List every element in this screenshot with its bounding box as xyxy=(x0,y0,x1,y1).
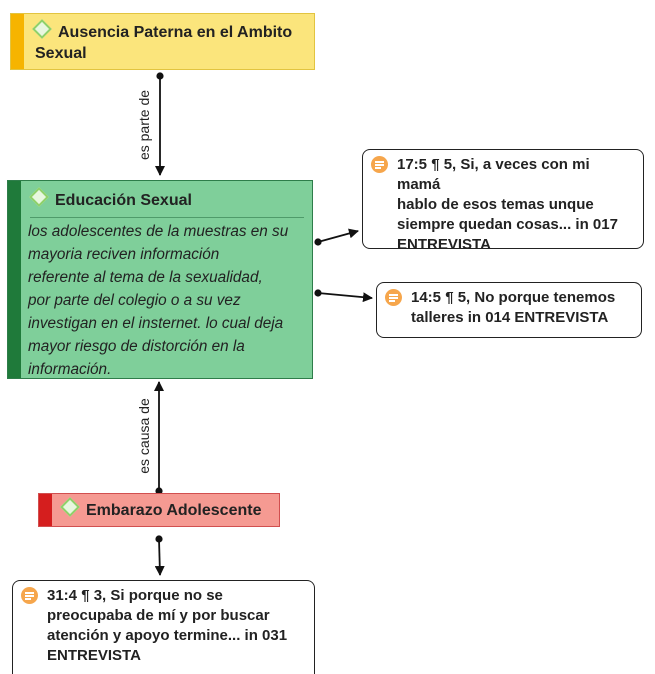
quotation-line: siempre quedan cosas... in 017 xyxy=(397,216,618,233)
code-node-educacion-sexual[interactable]: Educación Sexual los adolescentes de la … xyxy=(7,180,313,379)
divider xyxy=(30,217,304,218)
quotation-line: ENTREVISTA xyxy=(47,647,141,664)
relation-label-es-causa-de: es causa de xyxy=(136,398,152,474)
quotation-icon xyxy=(371,156,388,173)
quotation-node-17[interactable]: 17:5 ¶ 5, Si, a veces con mi mamá hablo … xyxy=(362,149,644,253)
code-title: Ausencia Paterna en el Ambito Sexual xyxy=(32,19,292,64)
quotation-line: 14:5 ¶ 5, No porque tenemos xyxy=(411,289,616,306)
link-ausencia-educacion[interactable] xyxy=(155,72,165,176)
quotation-line: atención y apoyo termine... in 031 xyxy=(47,627,288,644)
comment-line: mayor riesgo de distorción en la xyxy=(28,338,245,355)
code-node-embarazo-adolescente[interactable]: Embarazo Adolescente xyxy=(38,493,280,527)
comment-line: los adolescentes de la muestras en su xyxy=(28,223,289,240)
quotation-line: 31:4 ¶ 3, Si porque no se xyxy=(47,587,223,604)
comment-line: mayoria reciven información xyxy=(28,246,220,263)
diamond-icon xyxy=(29,187,49,207)
comment-line: información. xyxy=(28,361,112,378)
code-color-stripe xyxy=(11,14,24,69)
code-color-stripe xyxy=(8,181,21,378)
link-educacion-q14[interactable] xyxy=(314,289,373,303)
code-node-ausencia-paterna[interactable]: Ausencia Paterna en el Ambito Sexual xyxy=(10,13,315,70)
quotation-line: preocupaba de mí y por buscar xyxy=(47,607,270,624)
quotation-node-31[interactable]: 31:4 ¶ 3, Si porque no se preocupaba de … xyxy=(12,580,315,674)
quotation-line: 17:5 ¶ 5, Si, a veces con mi mamá xyxy=(397,156,590,193)
link-embarazo-educacion[interactable] xyxy=(154,381,164,495)
diamond-icon xyxy=(60,497,80,517)
code-title: Educación Sexual xyxy=(29,187,192,211)
quotation-line: talleres in 014 ENTREVISTA xyxy=(411,309,609,326)
quotation-icon xyxy=(385,289,402,306)
code-comment: los adolescentes de la muestras en su ma… xyxy=(28,220,288,381)
link-educacion-q17[interactable] xyxy=(314,228,359,246)
comment-line: referente al tema de la sexualidad, xyxy=(28,269,263,286)
comment-line: investigan en el insternet. lo cual deja xyxy=(28,315,284,332)
quotation-line: hablo de esos temas unque xyxy=(397,196,594,213)
quotation-node-14[interactable]: 14:5 ¶ 5, No porque tenemos talleres in … xyxy=(376,282,642,338)
comment-line: por parte del colegio o a su vez xyxy=(28,292,241,309)
code-color-stripe xyxy=(39,494,52,526)
quotation-line: ENTREVISTA xyxy=(397,236,491,253)
link-embarazo-q31[interactable] xyxy=(154,535,165,576)
relation-label-es-parte-de: es parte de xyxy=(136,89,152,161)
diamond-icon xyxy=(32,19,52,39)
quotation-icon xyxy=(21,587,38,604)
code-title: Embarazo Adolescente xyxy=(60,497,261,521)
